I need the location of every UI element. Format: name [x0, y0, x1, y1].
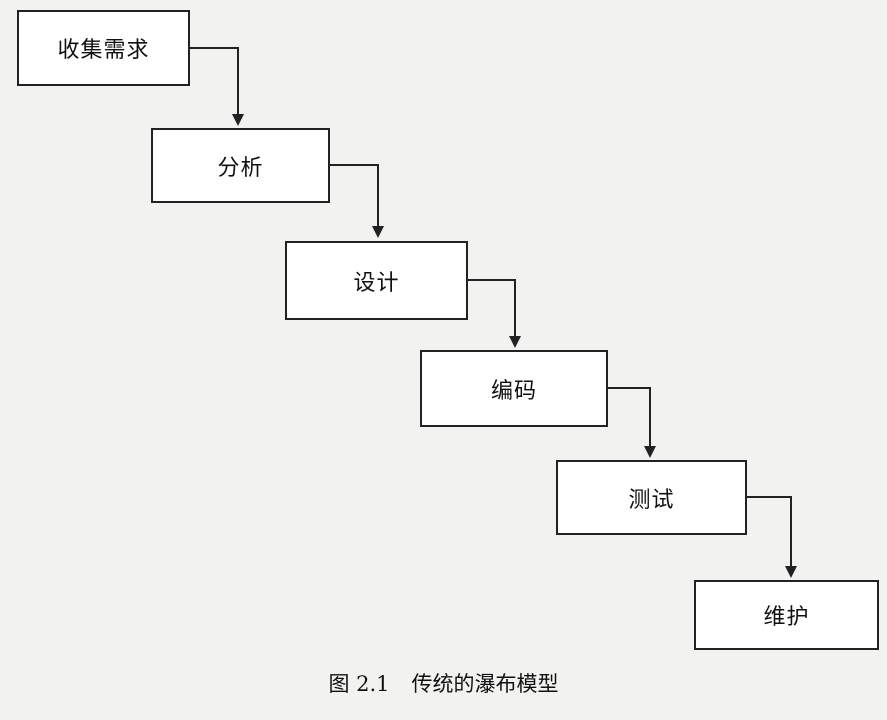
step-testing: 测试	[556, 460, 747, 535]
step-label: 收集需求	[57, 38, 150, 63]
arrow-design-to-coding	[468, 279, 521, 348]
step-analysis: 分析	[151, 128, 330, 203]
step-label: 设计	[353, 270, 400, 296]
step-collect-requirements: 收集需求	[17, 10, 190, 86]
figure-number: 图 2.1	[328, 672, 390, 696]
arrow-collect-to-analysis	[190, 47, 244, 126]
step-maintenance: 维护	[694, 580, 879, 650]
step-label: 测试	[628, 487, 675, 513]
step-label: 分析	[217, 155, 264, 181]
step-label: 维护	[763, 605, 810, 630]
figure-caption: 图 2.1 传统的瀑布模型	[0, 668, 887, 698]
arrow-testing-to-maintenance	[747, 496, 797, 578]
arrow-coding-to-testing	[608, 387, 656, 458]
step-coding: 编码	[420, 350, 608, 427]
step-design: 设计	[285, 241, 468, 320]
figure-title: 传统的瀑布模型	[411, 672, 559, 696]
arrow-analysis-to-design	[330, 164, 384, 238]
step-label: 编码	[490, 378, 537, 404]
